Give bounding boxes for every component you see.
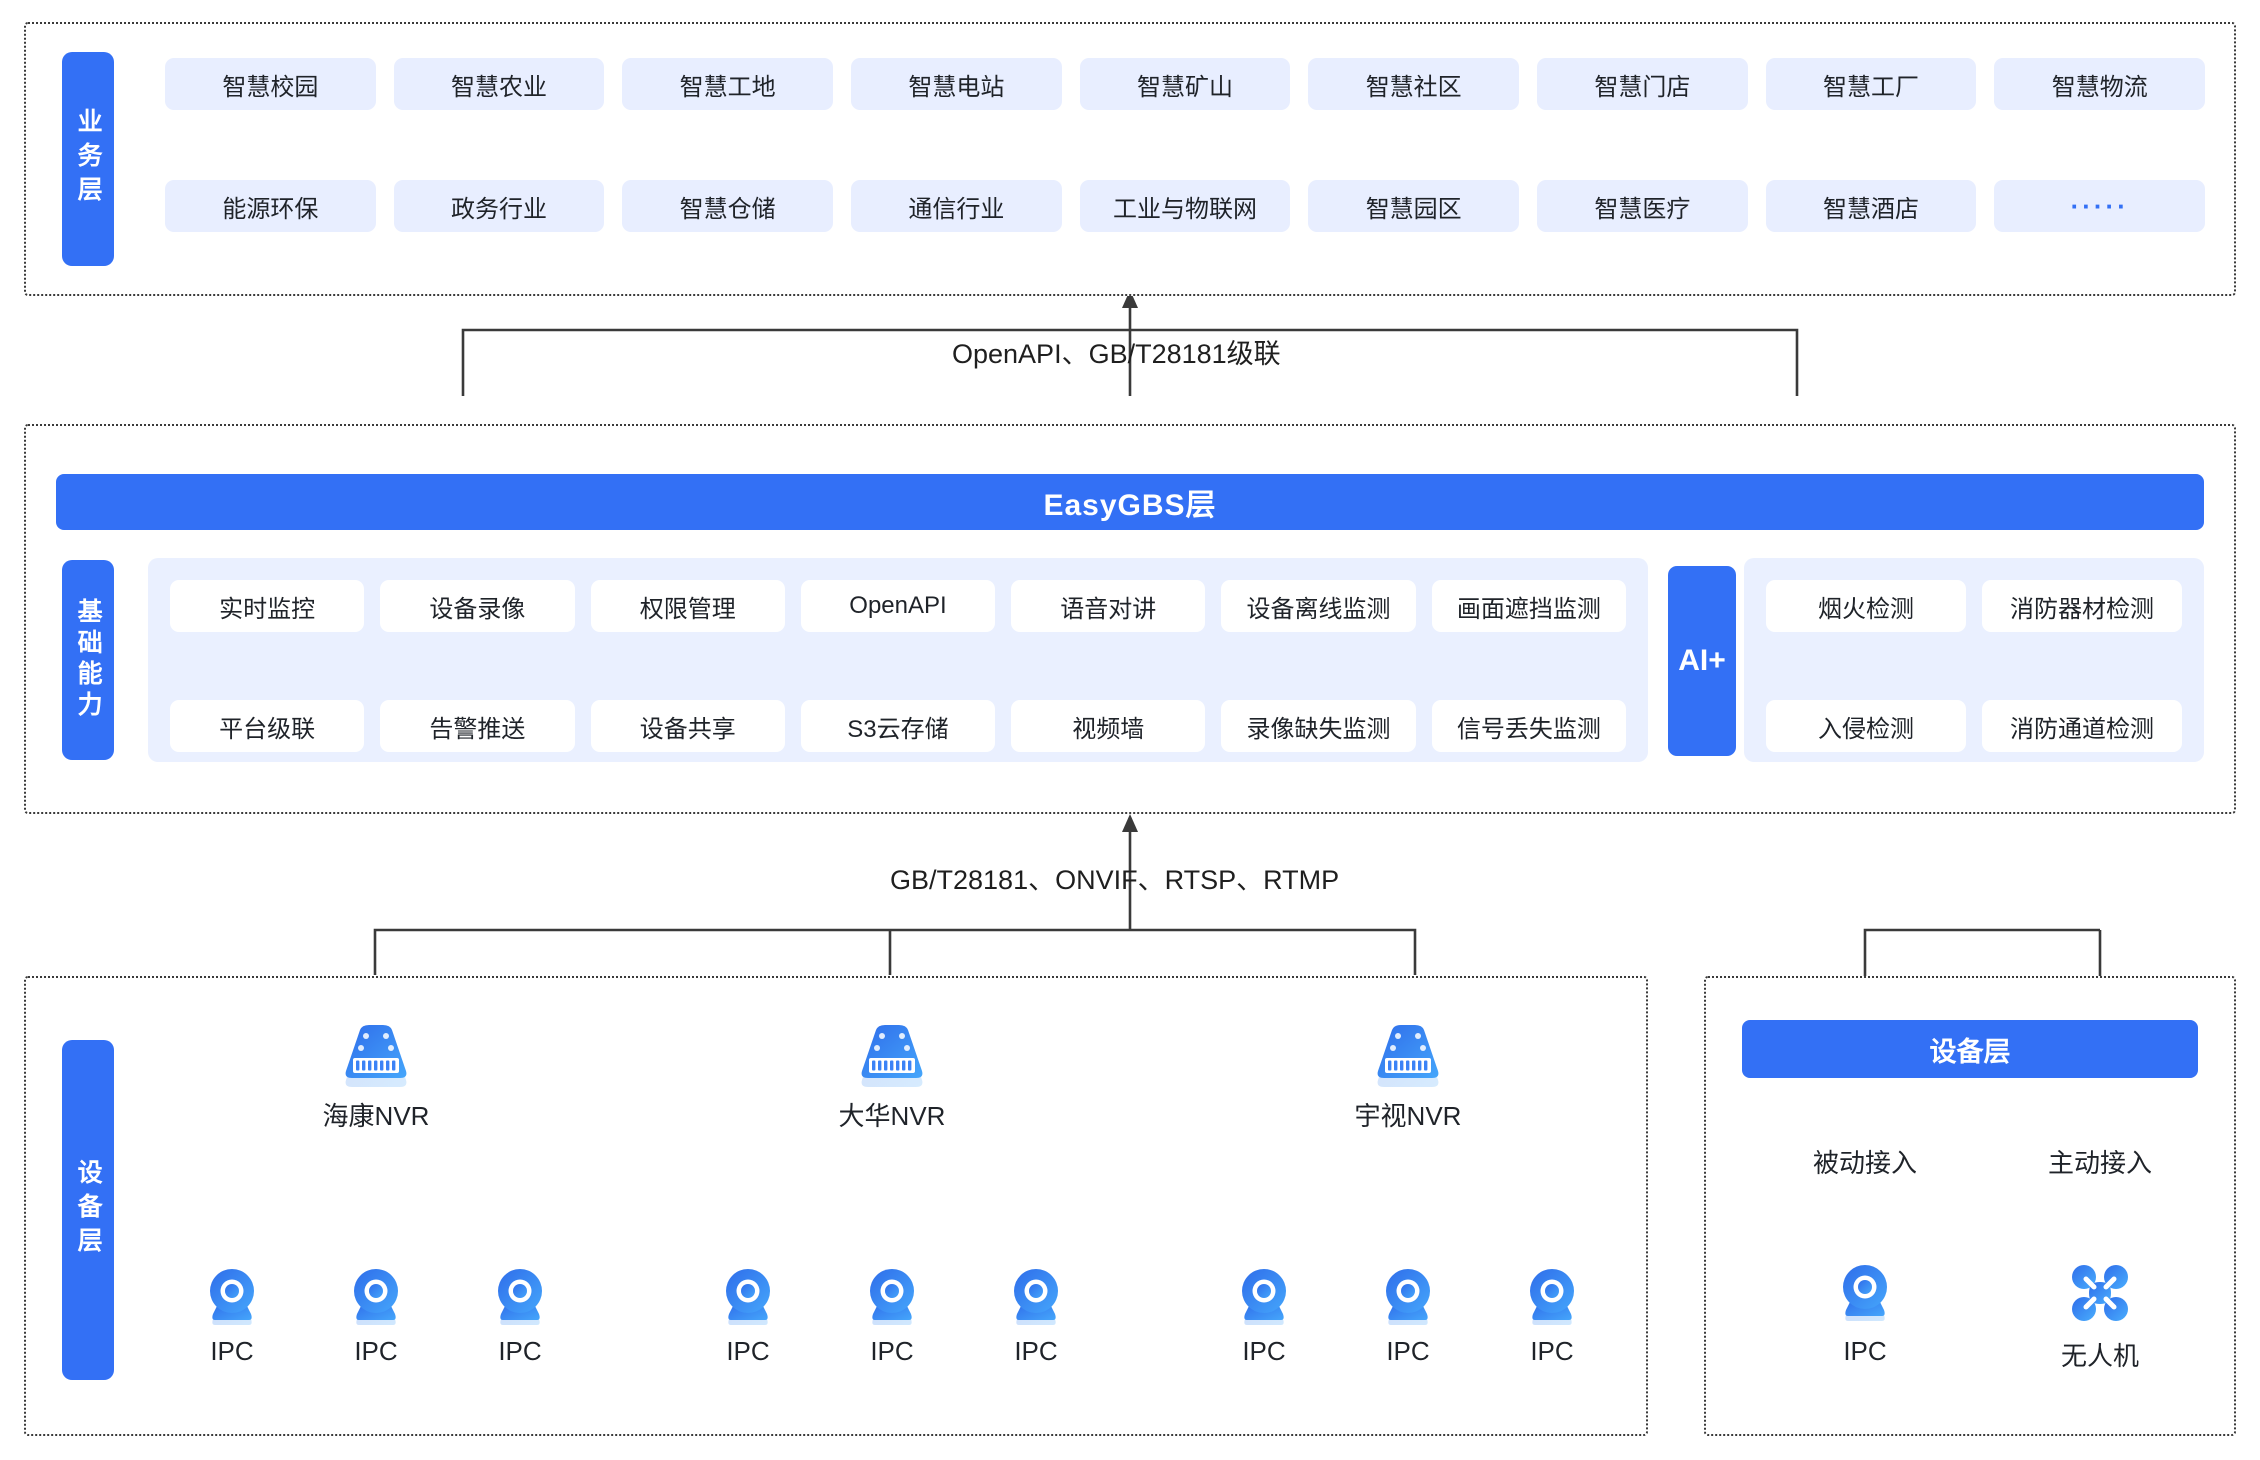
nvr-icon — [345, 1025, 407, 1087]
business-tag-6[interactable]: 智慧社区 — [1308, 58, 1520, 110]
device-layer-right-title-bar: 设备层 — [1742, 1020, 2198, 1078]
capability-tag-6[interactable]: 设备离线监测 — [1221, 580, 1416, 632]
drone-icon-wrap[interactable] — [2069, 1262, 2131, 1329]
ai-row-2: 入侵检测消防通道检测 — [1766, 700, 2182, 752]
capability-tag-1[interactable]: 实时监控 — [170, 580, 365, 632]
ai-tag-1[interactable]: 烟火检测 — [1766, 580, 1966, 632]
ai-tag-2[interactable]: 消防通道检测 — [1982, 700, 2182, 752]
device-layer-left-box — [24, 976, 1648, 1436]
ipc-label-2-2: IPC — [870, 1336, 914, 1366]
ai-plus-side-label: AI+ — [1668, 566, 1736, 756]
ipc-camera-icon — [498, 1269, 542, 1325]
access-mode-label-1: 被动接入 — [1812, 1148, 1917, 1178]
nvr-icon-wrap-3[interactable] — [1370, 1022, 1446, 1093]
capability-tag-5[interactable]: 视频墙 — [1011, 700, 1206, 752]
ipc-camera-icon — [1242, 1269, 1286, 1325]
business-tag-9[interactable]: ····· — [1994, 180, 2206, 232]
easygbs-title-bar: EasyGBS层 — [56, 474, 2204, 530]
business-tag-8[interactable]: 智慧工厂 — [1765, 58, 1977, 110]
capability-tag-3[interactable]: 设备共享 — [590, 700, 785, 752]
business-tag-7[interactable]: 智慧医疗 — [1537, 180, 1748, 232]
device-label-1: IPC — [1843, 1336, 1887, 1366]
business-tag-5[interactable]: 智慧矿山 — [1079, 58, 1291, 110]
drone-icon — [2072, 1265, 2128, 1321]
ipc-camera-icon — [1530, 1269, 1574, 1325]
ai-row-1: 烟火检测消防器材检测 — [1766, 580, 2182, 632]
ipc-icon-wrap-1-1[interactable] — [201, 1266, 263, 1333]
ai-tag-1[interactable]: 入侵检测 — [1766, 700, 1966, 752]
ipc-label-1-2: IPC — [354, 1336, 398, 1366]
nvr-icon-wrap-1[interactable] — [338, 1022, 414, 1093]
arrow-up-platform — [1122, 814, 1138, 832]
device-layer-left-side-label: 设备层 — [62, 1040, 114, 1380]
capability-tag-4[interactable]: OpenAPI — [800, 580, 996, 632]
business-tag-5[interactable]: 工业与物联网 — [1079, 180, 1291, 232]
business-tag-7[interactable]: 智慧门店 — [1537, 58, 1748, 110]
ipc-icon-wrap-2-3[interactable] — [1005, 1266, 1067, 1333]
business-row-2: 能源环保政务行业智慧仓储通信行业工业与物联网智慧园区智慧医疗智慧酒店 ····· — [165, 180, 2206, 232]
business-tag-8[interactable]: 智慧酒店 — [1765, 180, 1977, 232]
ipc-camera-icon — [1014, 1269, 1058, 1325]
connector-bottom-label: GB/T28181、ONVIF、RTSP、RTMP — [890, 865, 1340, 895]
capability-tag-5[interactable]: 语音对讲 — [1011, 580, 1206, 632]
ipc-label-1-3: IPC — [498, 1336, 542, 1366]
ipc-camera-icon — [870, 1269, 914, 1325]
capability-tag-6[interactable]: 录像缺失监测 — [1221, 700, 1416, 752]
device-label-2: 无人机 — [2060, 1341, 2139, 1371]
nvr-icon — [861, 1025, 923, 1087]
ipc-icon-wrap-3-3[interactable] — [1521, 1266, 1583, 1333]
business-row-1: 智慧校园智慧农业智慧工地智慧电站智慧矿山智慧社区智慧门店智慧工厂智慧物流 — [165, 58, 2206, 110]
nvr-icon — [1377, 1025, 1439, 1087]
connector-top-label: OpenAPI、GB/T28181级联 — [952, 339, 1281, 369]
nvr-label-1: 海康NVR — [322, 1101, 430, 1131]
capability-tag-1[interactable]: 平台级联 — [170, 700, 365, 752]
nvr-label-3: 宇视NVR — [1354, 1101, 1462, 1131]
ipc-camera-icon — [1386, 1269, 1430, 1325]
ipc-icon-wrap-3-2[interactable] — [1377, 1266, 1439, 1333]
business-tag-2[interactable]: 政务行业 — [393, 180, 605, 232]
ipc-label-2-3: IPC — [1014, 1336, 1058, 1366]
platform-layer-side-label: 基础能力 — [62, 560, 114, 760]
ipc-icon-wrap-3-1[interactable] — [1233, 1266, 1295, 1333]
ipc-label-1-1: IPC — [210, 1336, 254, 1366]
capabilities-row-1: 实时监控设备录像权限管理 OpenAPI 语音对讲设备离线监测画面遮挡监测 — [170, 580, 1626, 632]
ipc-icon-wrap-2-1[interactable] — [717, 1266, 779, 1333]
business-layer-side-label: 业务层 — [62, 52, 114, 266]
business-tag-3[interactable]: 智慧工地 — [622, 58, 834, 110]
capability-tag-4[interactable]: S3云存储 — [800, 700, 996, 752]
ipc-camera-icon — [210, 1269, 254, 1325]
ipc-camera-icon — [354, 1269, 398, 1325]
business-tag-6[interactable]: 智慧园区 — [1308, 180, 1520, 232]
nvr-icon-wrap-2[interactable] — [854, 1022, 930, 1093]
capability-tag-7[interactable]: 信号丢失监测 — [1431, 700, 1626, 752]
ipc-label-3-1: IPC — [1242, 1336, 1286, 1366]
capability-tag-3[interactable]: 权限管理 — [590, 580, 785, 632]
business-tag-2[interactable]: 智慧农业 — [393, 58, 605, 110]
capability-tag-2[interactable]: 告警推送 — [380, 700, 575, 752]
nvr-label-2: 大华NVR — [838, 1101, 946, 1131]
ipc-camera-icon-wrap[interactable] — [1834, 1262, 1896, 1329]
capability-tag-7[interactable]: 画面遮挡监测 — [1431, 580, 1626, 632]
access-mode-label-2: 主动接入 — [2047, 1148, 2152, 1178]
ipc-label-2-1: IPC — [726, 1336, 770, 1366]
business-tag-3[interactable]: 智慧仓储 — [622, 180, 834, 232]
business-tag-1[interactable]: 能源环保 — [165, 180, 376, 232]
ipc-label-3-2: IPC — [1386, 1336, 1430, 1366]
business-tag-4[interactable]: 通信行业 — [851, 180, 1062, 232]
ipc-camera-icon — [1843, 1265, 1887, 1321]
business-tag-4[interactable]: 智慧电站 — [851, 58, 1062, 110]
ipc-icon-wrap-1-3[interactable] — [489, 1266, 551, 1333]
capability-tag-2[interactable]: 设备录像 — [380, 580, 575, 632]
capabilities-row-2: 平台级联告警推送设备共享 S3云存储视频墙录像缺失监测信号丢失监测 — [170, 700, 1626, 752]
ipc-label-3-3: IPC — [1530, 1336, 1574, 1366]
ipc-camera-icon — [726, 1269, 770, 1325]
business-tag-9[interactable]: 智慧物流 — [1994, 58, 2206, 110]
ai-tag-2[interactable]: 消防器材检测 — [1982, 580, 2182, 632]
ipc-icon-wrap-2-2[interactable] — [861, 1266, 923, 1333]
business-tag-1[interactable]: 智慧校园 — [165, 58, 376, 110]
ipc-icon-wrap-1-2[interactable] — [345, 1266, 407, 1333]
